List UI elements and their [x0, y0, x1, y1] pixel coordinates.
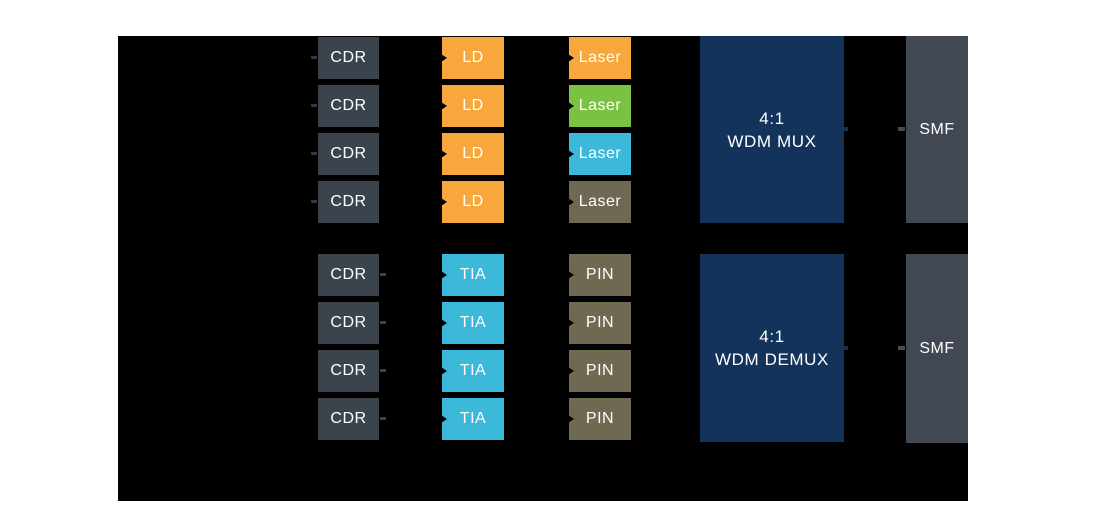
tia-box-2: TIA — [442, 302, 504, 344]
wdm-mux-name: WDM MUX — [727, 131, 817, 151]
tx-ld-label-3: LD — [462, 145, 484, 162]
tx-cdr-box-2: CDR — [318, 85, 379, 127]
rx-cdr-box-4: CDR — [318, 398, 379, 440]
tx-cdr-box-3: CDR — [318, 133, 379, 175]
tx-laser-box-4: Laser — [569, 181, 631, 223]
arrow-stub — [311, 152, 317, 155]
arrow-stub — [311, 56, 317, 59]
tx-ld-label-2: LD — [462, 97, 484, 114]
tx-cdr-box-1: CDR — [318, 37, 379, 79]
tx-laser-label-2: Laser — [578, 97, 622, 114]
wdm-mux-label: 4:1 WDM MUX — [727, 107, 816, 153]
tx-ld-box-2: LD — [442, 85, 504, 127]
wdm-demux-label: 4:1 WDM DEMUX — [715, 325, 829, 371]
tx-laser-box-1: Laser — [569, 37, 631, 79]
tx-cdr-box-4: CDR — [318, 181, 379, 223]
tx-cdr-label-2: CDR — [330, 97, 367, 114]
wdm-demux-name: WDM DEMUX — [715, 350, 829, 369]
arrow-stub — [380, 417, 386, 420]
tx-laser-label-1: Laser — [578, 49, 622, 66]
arrow-stub — [844, 127, 848, 131]
tx-ld-box-3: LD — [442, 133, 504, 175]
pin-label-3: PIN — [585, 362, 615, 379]
pin-box-4: PIN — [569, 398, 631, 440]
pin-label-4: PIN — [585, 410, 615, 427]
tia-box-3: TIA — [442, 350, 504, 392]
tx-laser-label-4: Laser — [578, 193, 622, 210]
tx-cdr-label-3: CDR — [330, 145, 367, 162]
arrow-stub — [311, 200, 317, 203]
arrow-stub — [380, 273, 386, 276]
wdm-mux-ratio: 4:1 — [759, 108, 785, 128]
pin-box-3: PIN — [569, 350, 631, 392]
wdm-demux-ratio: 4:1 — [759, 327, 785, 346]
tx-ld-box-4: LD — [442, 181, 504, 223]
tia-label-1: TIA — [459, 266, 487, 283]
arrow-stub — [380, 321, 386, 324]
rx-cdr-box-1: CDR — [318, 254, 379, 296]
rx-cdr-box-2: CDR — [318, 302, 379, 344]
rx-cdr-label-4: CDR — [330, 410, 367, 427]
tx-smf-box: SMF — [906, 36, 968, 223]
arrow-stub — [311, 104, 317, 107]
tx-smf-label: SMF — [919, 120, 955, 138]
tx-ld-label-4: LD — [462, 193, 484, 210]
arrow-stub — [380, 369, 386, 372]
arrow-stub — [898, 346, 905, 350]
rx-cdr-box-3: CDR — [318, 350, 379, 392]
tia-label-2: TIA — [459, 314, 487, 331]
tx-cdr-label-4: CDR — [330, 193, 367, 210]
wdm-mux-box: 4:1 WDM MUX — [700, 36, 844, 223]
pin-label-2: PIN — [585, 314, 615, 331]
rx-cdr-label-1: CDR — [330, 266, 367, 283]
tx-ld-box-1: LD — [442, 37, 504, 79]
arrow-stub — [844, 346, 848, 350]
tia-box-1: TIA — [442, 254, 504, 296]
pin-box-1: PIN — [569, 254, 631, 296]
diagram-canvas: CDR CDR CDR CDR LD LD LD LD Laser Laser … — [118, 36, 968, 501]
arrow-stub — [898, 127, 905, 131]
rx-cdr-label-2: CDR — [330, 314, 367, 331]
wdm-demux-box: 4:1 WDM DEMUX — [700, 254, 844, 442]
rx-smf-box: SMF — [906, 254, 968, 443]
pin-label-1: PIN — [585, 266, 615, 283]
rx-smf-label: SMF — [919, 339, 955, 357]
tx-laser-box-3: Laser — [569, 133, 631, 175]
tx-cdr-label-1: CDR — [330, 49, 367, 66]
tx-ld-label-1: LD — [462, 49, 484, 66]
tx-laser-box-2: Laser — [569, 85, 631, 127]
tia-label-3: TIA — [459, 362, 487, 379]
tia-label-4: TIA — [459, 410, 487, 427]
pin-box-2: PIN — [569, 302, 631, 344]
rx-cdr-label-3: CDR — [330, 362, 367, 379]
tx-laser-label-3: Laser — [578, 145, 622, 162]
tia-box-4: TIA — [442, 398, 504, 440]
